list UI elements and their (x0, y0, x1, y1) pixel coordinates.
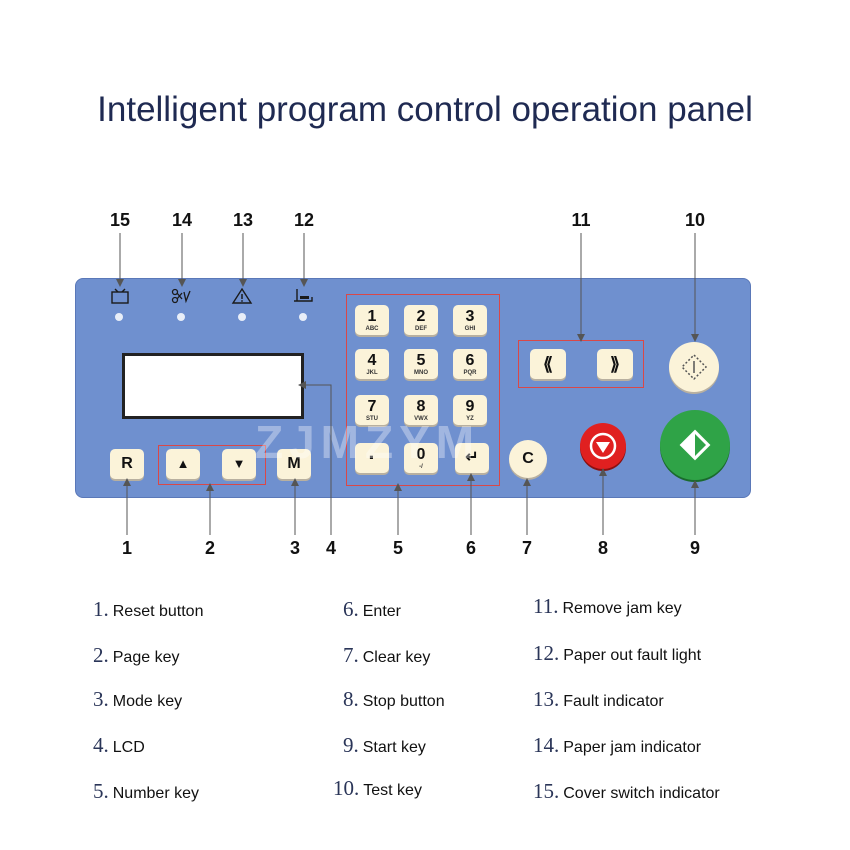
paper-out-icon (291, 287, 315, 307)
callout-2: 2 (204, 538, 215, 558)
dot-key[interactable]: · (355, 443, 389, 473)
clear-key[interactable]: C (509, 440, 547, 478)
paper-jam-icon (169, 287, 193, 307)
page-title: Intelligent program control operation pa… (97, 90, 753, 129)
page-down-key[interactable]: ▼ (222, 449, 256, 479)
legend-item: 6.Enter (343, 597, 401, 621)
legend-item: 15.Cover switch indicator (533, 779, 720, 803)
callout-14: 14 (171, 210, 193, 230)
callout-9: 9 (689, 538, 700, 558)
callout-13: 13 (232, 210, 254, 230)
test-key[interactable] (669, 342, 719, 392)
legend-item: 10.Test key (333, 776, 422, 800)
rewind-jam-key[interactable]: ⟪ (530, 349, 566, 379)
legend-item: 5.Number key (93, 779, 199, 803)
number-key-0[interactable]: 0-/ (404, 443, 438, 473)
callout-3: 3 (289, 538, 300, 558)
legend-item: 14.Paper jam indicator (533, 733, 702, 757)
legend-item: 9.Start key (343, 733, 426, 757)
callout-7: 7 (521, 538, 532, 558)
reset-button[interactable]: R (110, 449, 144, 479)
callout-10: 10 (684, 210, 706, 230)
legend-item: 13.Fault indicator (533, 687, 664, 711)
watermark: ZJMZYM (255, 416, 481, 468)
led-paper-out (299, 313, 307, 321)
stop-button[interactable] (580, 423, 626, 469)
cover-switch-icon (108, 287, 132, 307)
stop-icon (589, 432, 617, 460)
legend-item: 8.Stop button (343, 687, 445, 711)
start-key[interactable] (660, 410, 730, 480)
callout-12: 12 (293, 210, 315, 230)
number-key-group-box (346, 294, 500, 486)
legend-item: 3.Mode key (93, 687, 183, 711)
test-icon (680, 353, 708, 381)
legend-item: 12.Paper out fault light (533, 641, 702, 665)
led-paper-jam (177, 313, 185, 321)
page-up-key[interactable]: ▲ (166, 449, 200, 479)
callout-8: 8 (597, 538, 608, 558)
callout-4: 4 (325, 538, 336, 558)
legend-item: 4.LCD (93, 733, 145, 757)
callout-11: 11 (571, 210, 591, 230)
fault-warning-icon (230, 287, 254, 307)
forward-jam-key[interactable]: ⟫ (597, 349, 633, 379)
callout-15: 15 (109, 210, 131, 230)
led-cover-switch (115, 313, 123, 321)
led-fault (238, 313, 246, 321)
callout-6: 6 (465, 538, 476, 558)
start-icon (679, 429, 711, 461)
legend-item: 7.Clear key (343, 643, 431, 667)
callout-1: 1 (121, 538, 132, 558)
legend-item: 2.Page key (93, 643, 180, 667)
legend-item: 1.Reset button (93, 597, 204, 621)
lcd-screen (122, 353, 304, 419)
enter-key[interactable]: ↵ (455, 443, 489, 473)
legend-item: 11.Remove jam key (533, 594, 682, 618)
callout-5: 5 (392, 538, 403, 558)
